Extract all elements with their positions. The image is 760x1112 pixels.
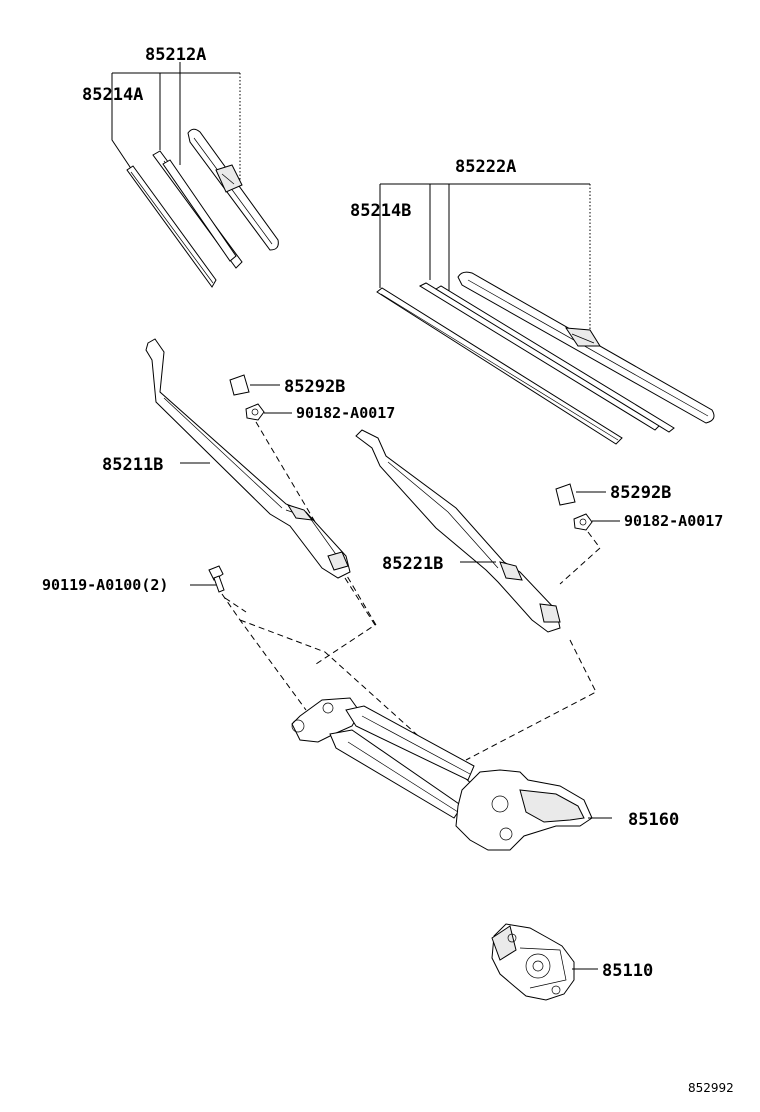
wiper-link-assy[interactable] [291, 697, 593, 851]
nut-lower[interactable] [573, 513, 593, 531]
blade-strip-left[interactable] [152, 150, 243, 269]
wiper-motor[interactable] [491, 923, 575, 1001]
callout-85212A: 85212A [145, 45, 206, 65]
callout-90182-A0017-upper: 90182-A0017 [296, 404, 395, 422]
callout-85292B-upper: 85292B [284, 377, 345, 397]
nut-upper[interactable] [245, 403, 265, 421]
callout-90119-A0100: 90119-A0100(2) [42, 576, 168, 594]
wiper-blade-right[interactable] [457, 271, 715, 424]
blade-strip-right[interactable] [418, 282, 675, 433]
blade-group-right [376, 183, 715, 445]
wiper-rubber-left[interactable] [126, 165, 217, 288]
callout-85110: 85110 [602, 961, 653, 981]
callout-85221B: 85221B [382, 554, 443, 574]
callout-85214A: 85214A [82, 85, 143, 105]
wiper-arm-left[interactable] [145, 338, 351, 579]
callout-85211B: 85211B [102, 455, 163, 475]
wiper-rubber-right[interactable] [376, 287, 623, 445]
wiper-blade-left[interactable] [187, 128, 279, 251]
callout-85160: 85160 [628, 810, 679, 830]
callout-90182-A0017-lower: 90182-A0017 [624, 512, 723, 530]
callout-85292B-lower: 85292B [610, 483, 671, 503]
callout-85222A: 85222A [455, 157, 516, 177]
bolt[interactable] [208, 565, 225, 593]
cap-lower[interactable] [555, 483, 576, 506]
diagram-id: 852992 [688, 1081, 734, 1095]
wiper-arm-right[interactable] [355, 429, 561, 633]
blade-group-left [111, 62, 279, 288]
cap-upper[interactable] [229, 374, 250, 396]
callout-85214B: 85214B [350, 201, 411, 221]
